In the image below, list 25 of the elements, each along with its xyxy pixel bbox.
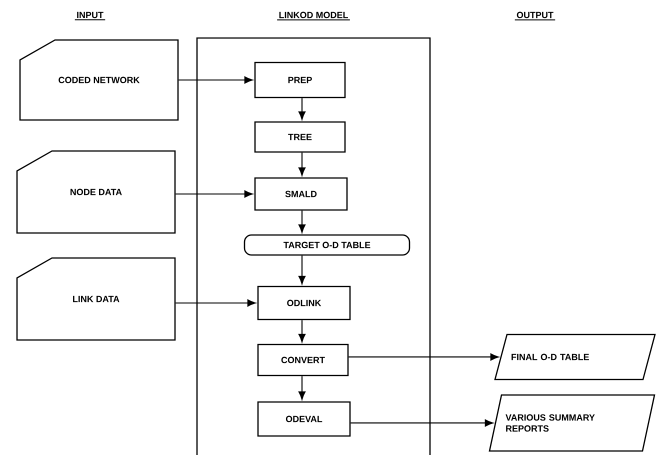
process-box: TREE bbox=[254, 121, 346, 153]
process-box: ODEVAL bbox=[257, 401, 351, 437]
input-card: CODED NETWORK bbox=[19, 39, 179, 121]
arrow bbox=[298, 98, 306, 120]
process-box: ODLINK bbox=[257, 286, 351, 320]
process-box: CONVERT bbox=[257, 344, 349, 376]
arrow bbox=[298, 152, 306, 176]
column-heading: OUTPUT bbox=[514, 12, 556, 20]
arrow bbox=[298, 376, 306, 400]
arrow bbox=[298, 320, 306, 342]
arrow bbox=[176, 299, 256, 307]
arrow bbox=[298, 210, 306, 233]
arrow bbox=[348, 353, 499, 361]
output-document: VARIOUS SUMMARY REPORTS bbox=[488, 394, 656, 452]
data-table-box: TARGET O-D TABLE bbox=[244, 234, 410, 256]
input-card: NODE DATA bbox=[16, 150, 176, 234]
arrow bbox=[298, 256, 306, 284]
arrow bbox=[176, 190, 253, 198]
column-heading: INPUT bbox=[74, 12, 106, 20]
process-box: SMALD bbox=[254, 177, 348, 211]
process-box: PREP bbox=[254, 62, 346, 98]
output-document: FINAL O-D TABLE bbox=[494, 334, 656, 380]
arrow bbox=[178, 76, 253, 84]
arrow bbox=[350, 419, 494, 427]
input-card: LINK DATA bbox=[16, 257, 176, 341]
